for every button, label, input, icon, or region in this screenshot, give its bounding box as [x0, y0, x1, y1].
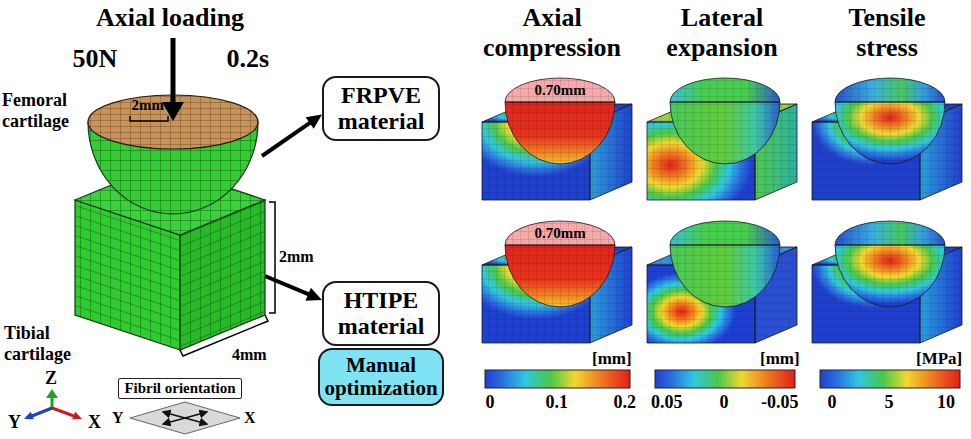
tick-label: 5	[885, 392, 894, 413]
height-bracket	[269, 202, 275, 313]
tick-label: 0	[828, 392, 837, 413]
node-label: Fibril orientation	[122, 380, 238, 397]
value-label: 0.70mm	[535, 82, 586, 99]
axis-label: X	[88, 412, 101, 433]
unit-label: [mm]	[760, 349, 800, 369]
stress-result	[812, 221, 962, 343]
arrow-head	[305, 288, 322, 301]
load-time: 0.2s	[227, 44, 270, 74]
tick-label: 0.2	[614, 392, 637, 413]
arrow-line	[262, 122, 311, 156]
compression-result	[482, 78, 632, 200]
tick-label: 0	[720, 392, 729, 413]
arrow-line	[265, 276, 310, 295]
unit-label: [mm]	[592, 349, 632, 369]
dimension-label: 2mm	[279, 248, 314, 266]
compression-result	[482, 221, 632, 343]
tick-label: 0.1	[546, 392, 569, 413]
color-bar	[655, 370, 795, 388]
color-bar	[820, 370, 960, 388]
femoral-cartilage: Femoral cartilage	[86, 94, 262, 218]
fibril-tag: Fibril orientation	[118, 378, 242, 399]
stress-result	[812, 78, 962, 200]
value-label: 0.70mm	[535, 225, 586, 242]
node-label: Manual optimization	[324, 354, 438, 400]
node-label: HTIPE material	[328, 287, 434, 340]
node-label: Tibial cartilage	[4, 323, 88, 365]
tick-label: 10	[937, 392, 955, 413]
material-box: HTIPE material	[322, 281, 440, 346]
femoral-cartilage-shape	[86, 94, 262, 218]
color-bar	[485, 370, 630, 388]
column-header: Tensile stress	[822, 3, 952, 63]
column-header: Axial compression	[462, 3, 642, 63]
tick-label: -0.05	[761, 392, 799, 413]
dimension-label: 2mm	[132, 97, 165, 114]
load-value: 50N	[73, 44, 118, 74]
axis-label: Y	[8, 412, 21, 433]
tick-label: 0	[486, 392, 495, 413]
material-box: FRPVE material	[322, 76, 440, 141]
axis-label: Z	[45, 368, 57, 389]
load-title: Axial loading	[96, 3, 244, 33]
fibril-plane	[130, 402, 240, 434]
axis-label: X	[244, 409, 256, 427]
expansion-result	[647, 78, 797, 200]
node-label: FRPVE material	[328, 82, 434, 135]
axis-triad	[24, 389, 82, 419]
axis-label: Y	[112, 409, 124, 427]
arrow-connector	[262, 115, 322, 157]
arrow-connector	[265, 276, 322, 301]
optimization-box: Manual optimization	[318, 348, 444, 406]
expansion-result	[647, 221, 797, 343]
unit-label: [MPa]	[916, 349, 962, 369]
arrow-head	[306, 115, 322, 129]
node-label: Femoral cartilage	[2, 90, 86, 132]
dimension-label: 4mm	[232, 346, 267, 364]
column-header: Lateral expansion	[645, 3, 800, 63]
tick-label: 0.05	[651, 392, 683, 413]
